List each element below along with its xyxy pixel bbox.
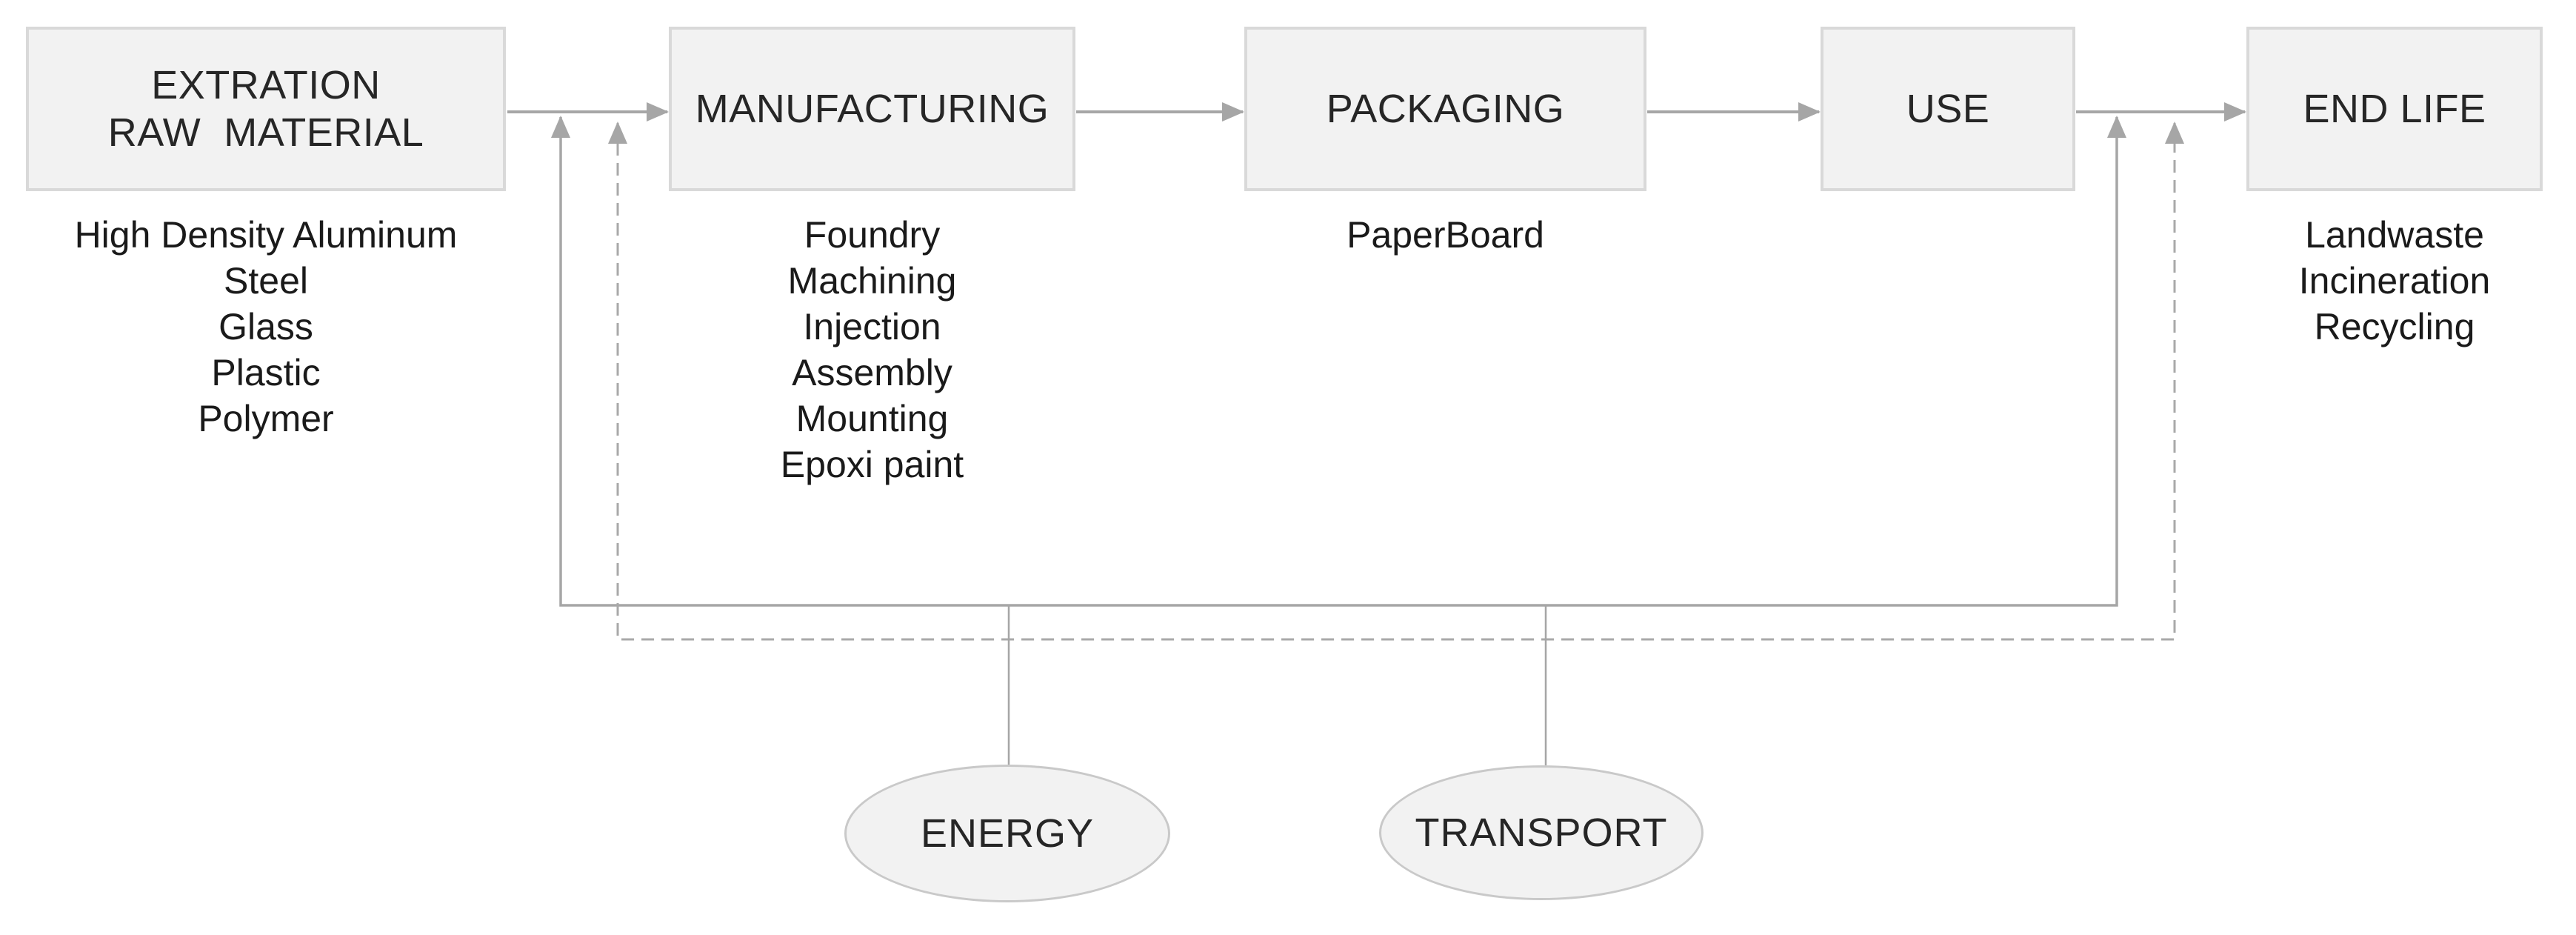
stage-title: EXTRATION [151,63,381,107]
stage-title: PACKAGING [1326,87,1565,131]
list-item: Assembly [792,352,952,393]
list-item: Plastic [211,352,321,393]
stage-box-packaging: PACKAGING [1244,27,1646,191]
list-item: Incineration [2298,260,2491,302]
extraction-materials-list: High Density Aluminum Steel Glass Plasti… [26,212,506,442]
stage-title: MANUFACTURING [695,87,1050,131]
list-item: Injection [803,306,941,347]
packaging-materials-list: PaperBoard [1244,212,1646,258]
resource-label: ENERGY [920,811,1095,856]
list-item: Glass [218,306,313,347]
list-item: High Density Aluminum [74,214,458,256]
stage-title: RAW MATERIAL [107,110,424,155]
energy-ellipse: ENERGY [844,765,1170,902]
list-item: Epoxi paint [780,444,964,485]
stage-box-use: USE [1821,27,2075,191]
endlife-options-list: Landwaste Incineration Recycling [2246,212,2543,350]
list-item: Steel [224,260,308,302]
stage-box-extraction: EXTRATION RAW MATERIAL [26,27,506,191]
list-item: PaperBoard [1347,214,1544,256]
list-item: Recycling [2314,306,2475,347]
transport-ellipse: TRANSPORT [1379,765,1704,900]
stage-box-manufacturing: MANUFACTURING [669,27,1075,191]
resource-label: TRANSPORT [1415,811,1668,855]
manufacturing-processes-list: Foundry Machining Injection Assembly Mou… [669,212,1075,488]
stage-box-endlife: END LIFE [2246,27,2543,191]
list-item: Mounting [795,398,949,439]
list-item: Polymer [198,398,334,439]
list-item: Landwaste [2305,214,2484,256]
feedback-loop-dashed [608,122,2184,641]
list-item: Machining [787,260,957,302]
stage-title: USE [1906,87,1990,131]
stage-title: END LIFE [2303,87,2486,131]
feedback-loop-solid [551,116,2126,607]
list-item: Foundry [804,214,941,256]
